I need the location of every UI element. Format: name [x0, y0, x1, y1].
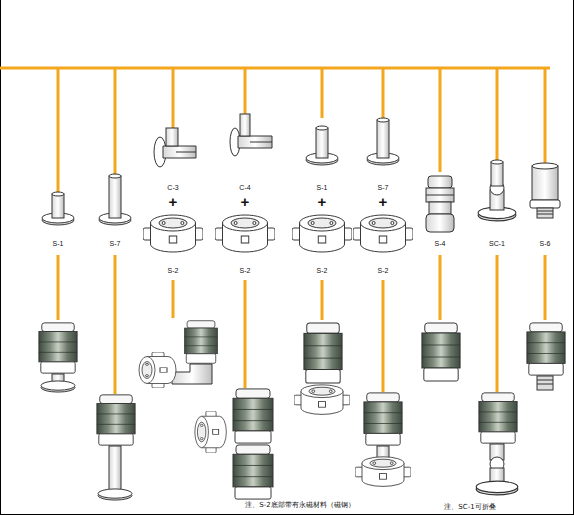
part-label: S-7	[110, 240, 121, 247]
part-label: S-1	[317, 184, 328, 191]
part-label: S-6	[540, 240, 551, 247]
part-label: S-2	[317, 267, 328, 274]
part-label: S-2	[378, 267, 389, 274]
part-label: S-2	[240, 267, 251, 274]
note-text: 注、SC-1可折叠	[444, 504, 495, 511]
part-label: S-1	[53, 240, 64, 247]
plus-sign: +	[241, 194, 250, 209]
part-label: C-4	[239, 184, 250, 191]
part-label: S-7	[378, 184, 389, 191]
plus-sign: +	[379, 194, 388, 209]
note-text: 注、S-2底部带有永磁材料（磁钢）	[245, 502, 354, 509]
plus-sign: +	[169, 194, 178, 209]
part-label: S-4	[435, 240, 446, 247]
part-label: S-2	[168, 267, 179, 274]
part-label: SC-1	[489, 240, 505, 247]
part-label: C-3	[167, 184, 178, 191]
plus-sign: +	[318, 194, 327, 209]
